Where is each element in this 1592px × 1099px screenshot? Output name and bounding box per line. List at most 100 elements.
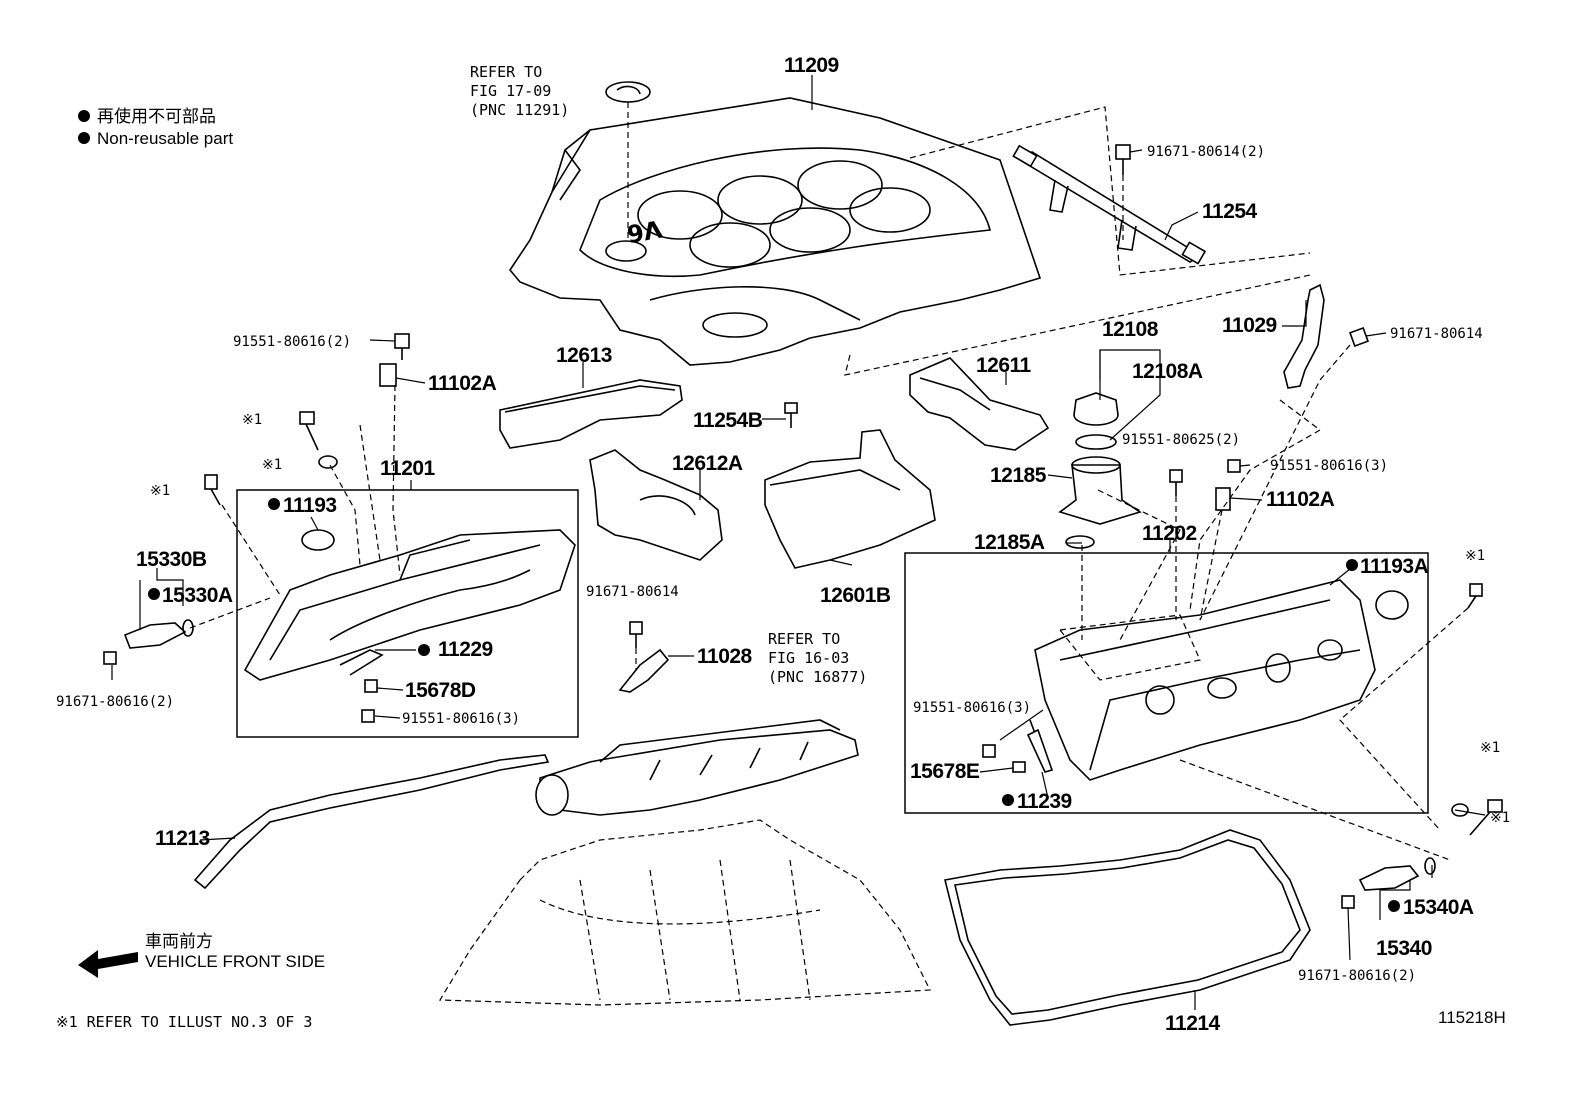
emblem-icon — [605, 81, 651, 103]
label-91671-80616-2-right: 91671-80616(2) — [1298, 968, 1416, 984]
valve-cover-11201 — [103, 529, 576, 723]
refer-pnc: (PNC 11291) — [470, 101, 569, 119]
label-11209: 11209 — [784, 54, 839, 77]
insulator-12611 — [909, 357, 1050, 451]
note1-mark: ※1 — [1465, 548, 1485, 564]
label-11201: 11201 — [380, 457, 436, 480]
label-11254B: 11254B — [693, 409, 763, 432]
bracket-11029 — [1283, 283, 1369, 389]
gasket-11239 — [1026, 728, 1054, 773]
note1-mark: ※1 — [262, 457, 282, 473]
intake-manifold — [535, 719, 859, 816]
bracket-11254 — [1012, 144, 1207, 265]
label-11102A-left: 11102A — [428, 372, 497, 395]
reference-lines — [111, 75, 1486, 1010]
insulator-12601B — [764, 429, 936, 569]
label-12108A: 12108A — [1132, 360, 1203, 383]
non-reusable-dot-icon — [268, 498, 280, 510]
gasket-12185A — [1065, 535, 1095, 549]
label-91551-80625-2: 91551-80625(2) — [1122, 432, 1240, 448]
bolt-icon — [1349, 327, 1369, 347]
diagram-id: 115218H — [1438, 1008, 1506, 1027]
label-11214: 11214 — [1165, 1012, 1221, 1035]
label-11028: 11028 — [697, 645, 753, 668]
non-reusable-dot-icon — [1002, 794, 1014, 806]
ocv-15340 — [1358, 865, 1420, 891]
legend-en: Non-reusable part — [97, 129, 233, 148]
label-11102A-right: 11102A — [1266, 488, 1335, 511]
label-11239: 11239 — [1017, 790, 1072, 813]
front-jp: 車両前方 — [145, 932, 213, 951]
non-reusable-dot-icon — [1388, 900, 1400, 912]
label-11029: 11029 — [1222, 314, 1277, 337]
note1-mark: ※1 — [150, 483, 170, 499]
seal-11193A — [1375, 590, 1409, 620]
assembly-box-11202 — [904, 552, 1429, 814]
refer-fig: FIG 17-09 — [470, 82, 551, 100]
legend-jp: 再使用不可部品 — [97, 106, 216, 126]
label-91551-80616-3-left: 91551-80616(3) — [402, 711, 520, 727]
footnote: ※1 REFER TO ILLUST NO.3 OF 3 — [56, 1013, 312, 1031]
note1-mark: ※1 — [242, 412, 262, 428]
refer-fig: FIG 16-03 — [768, 649, 849, 667]
label-11254: 11254 — [1202, 200, 1258, 223]
label-15678E: 15678E — [910, 760, 980, 783]
label-15330B: 15330B — [136, 548, 207, 571]
non-reusable-dot-icon — [418, 644, 430, 656]
label-91671-80614-mid: 91671-80614 — [586, 584, 679, 600]
legend: 再使用不可部品 Non-reusable part — [78, 106, 233, 148]
oil-filler-cap-12108 — [1058, 392, 1142, 549]
gasket-11214 — [944, 829, 1311, 1026]
front-arrow-icon — [78, 950, 138, 978]
seal-11193 — [301, 529, 335, 551]
small-fasteners — [204, 333, 1503, 836]
note1-mark: ※1 — [1480, 740, 1500, 756]
label-11202: 11202 — [1142, 522, 1197, 545]
label-91551-80616-3-right: 91551-80616(3) — [1270, 458, 1388, 474]
label-12613: 12613 — [556, 344, 612, 367]
engine-block — [438, 819, 931, 1006]
refer-text: REFER TO — [768, 630, 840, 648]
insulator-12612A — [589, 449, 723, 561]
label-15340: 15340 — [1376, 937, 1432, 960]
ref-mid: REFER TO FIG 16-03 (PNC 16877) — [768, 630, 867, 686]
non-reusable-dot-icon — [78, 110, 90, 122]
label-91551-80616-2: 91551-80616(2) — [233, 334, 351, 350]
non-reusable-dot-icon — [78, 132, 90, 144]
gasket-12108A — [1075, 434, 1117, 450]
label-12601B: 12601B — [820, 584, 891, 607]
label-12108: 12108 — [1102, 318, 1159, 341]
non-reusable-dot-icon — [1346, 559, 1358, 571]
gasket-11213 — [193, 754, 550, 890]
label-15340A: 15340A — [1403, 896, 1474, 919]
label-11193A: 11193A — [1360, 555, 1429, 578]
label-15330A: 15330A — [162, 584, 233, 607]
label-91551-80616-3-mid: 91551-80616(3) — [913, 700, 1031, 716]
oil-filler-12185 — [1058, 464, 1142, 525]
label-15678D: 15678D — [405, 679, 476, 702]
v6-emblem-icon: V6 — [625, 214, 665, 248]
label-11213: 11213 — [155, 827, 210, 850]
engine-cover-11209: V6 — [509, 81, 1042, 366]
bracket-11028 — [618, 648, 670, 693]
label-91671-80614-right: 91671-80614 — [1390, 326, 1483, 342]
insulator-12613 — [499, 379, 683, 449]
refer-pnc: (PNC 16877) — [768, 668, 867, 686]
ocv-15330 — [123, 622, 187, 649]
non-reusable-dot-icon — [148, 588, 160, 600]
assembly-box-11201 — [236, 489, 579, 738]
front-en: VEHICLE FRONT SIDE — [145, 952, 325, 971]
bolt-icon — [1115, 144, 1131, 160]
ref-top: REFER TO FIG 17-09 (PNC 11291) — [470, 63, 569, 119]
valve-cover-11202 — [1026, 579, 1436, 909]
vehicle-front-indicator: 車両前方 VEHICLE FRONT SIDE — [78, 932, 325, 978]
label-12611: 12611 — [976, 354, 1032, 377]
label-12612A: 12612A — [672, 452, 743, 475]
label-91671-80614-2: 91671-80614(2) — [1147, 144, 1265, 160]
label-12185A: 12185A — [974, 531, 1045, 554]
refer-text: REFER TO — [470, 63, 542, 81]
label-12185: 12185 — [990, 464, 1047, 487]
label-11229: 11229 — [438, 638, 493, 661]
label-11193: 11193 — [283, 494, 337, 517]
